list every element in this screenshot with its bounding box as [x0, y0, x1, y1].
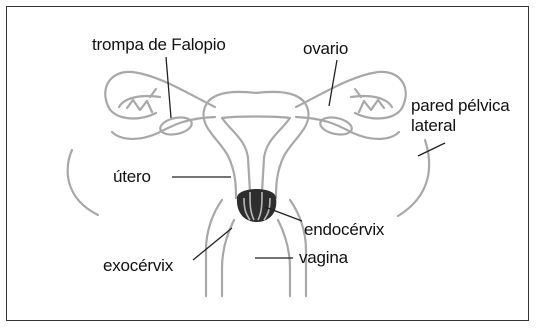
right-pelvic-wall — [398, 140, 429, 216]
label-fallopian-tube: trompa de Falopio — [92, 36, 226, 53]
label-pelvic-wall-line1: pared pélvica — [411, 97, 510, 114]
left-pelvic-wall — [68, 150, 98, 215]
label-exocervix: exocérvix — [103, 257, 173, 274]
leader-fallopian-tube — [166, 57, 171, 118]
leader-pelvic-wall — [418, 143, 445, 156]
label-pelvic-wall-line2: lateral — [411, 117, 456, 134]
leader-ovary — [329, 60, 337, 106]
left-fimbriae — [127, 89, 156, 112]
leader-exocervix — [193, 228, 232, 260]
uterus-outline — [203, 92, 308, 198]
label-endocervix: endocérvix — [304, 221, 384, 238]
right-fimbriae — [355, 89, 384, 112]
uterine-cavity — [222, 117, 290, 193]
label-uterus: útero — [113, 168, 151, 185]
left-ovary-shape — [159, 115, 194, 137]
label-vagina: vagina — [299, 249, 348, 266]
label-ovary: ovario — [303, 40, 348, 57]
